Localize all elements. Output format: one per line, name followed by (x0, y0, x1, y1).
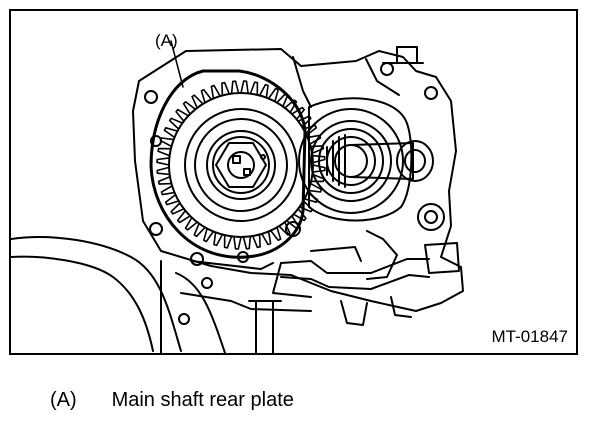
bolt-hole (190, 252, 204, 266)
top-bracket (382, 46, 424, 64)
lower-shaft (248, 300, 282, 353)
shift-linkage (272, 230, 430, 326)
bolt-hole (201, 277, 213, 289)
main-gear (156, 80, 326, 250)
bolt-hole (380, 62, 394, 76)
case-details (190, 56, 400, 270)
transmission-drawing (11, 40, 464, 353)
legend-key: (A) (50, 389, 77, 411)
case-housing (132, 48, 464, 312)
hex-nut (215, 142, 267, 188)
callout-leader (170, 40, 184, 88)
bolt-hole (149, 222, 163, 236)
output-shaft (350, 140, 434, 182)
legend-text: Main shaft rear plate (111, 389, 294, 411)
bolt-hole (144, 90, 158, 104)
figure-code: MT-01847 (491, 327, 568, 346)
bolt-holes (144, 62, 438, 289)
lower-left-structure (11, 236, 312, 353)
legend: (A) Main shaft rear plate (50, 389, 294, 412)
figure-frame: (A) MT-01847 (9, 9, 578, 355)
bolt-hole (424, 86, 438, 100)
right-side-bosses (417, 203, 460, 274)
callout-label-a: (A) (155, 31, 178, 50)
